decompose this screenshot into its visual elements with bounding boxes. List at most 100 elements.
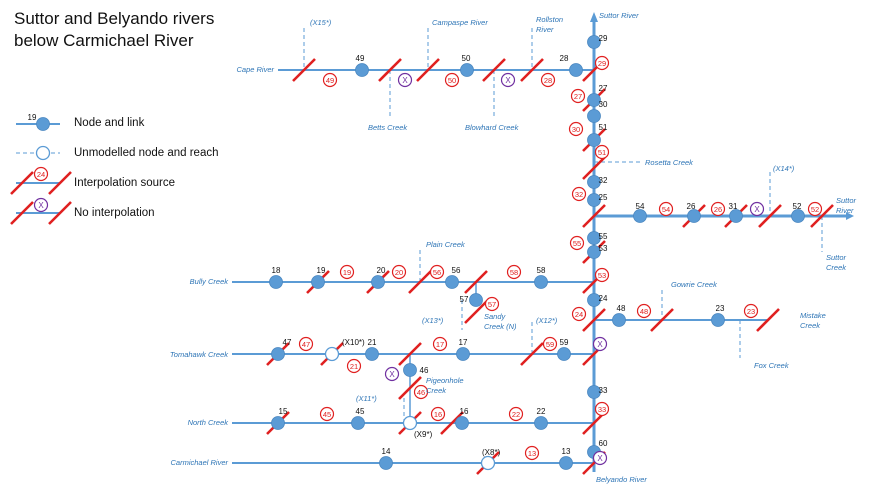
pigeonhole-slash [398, 376, 422, 400]
interp-marker-22 [508, 406, 524, 422]
interp-marker-29 [594, 55, 610, 71]
stream-label-cape_river: Cape River [236, 65, 274, 74]
node-label-48: 48 [617, 304, 626, 313]
node-55 [587, 231, 601, 245]
interp-label-13: 13 [528, 449, 536, 458]
interp-marker-21 [346, 358, 362, 374]
stream-label-rollston_river-part-0: Rollston [536, 15, 563, 24]
interp-label-58: 58 [510, 268, 518, 277]
interp-marker-46 [413, 384, 429, 400]
spine-slash-7 [582, 308, 606, 332]
node-label-60: 60 [599, 439, 608, 448]
interp-marker-28 [540, 72, 556, 88]
interp-marker-57 [484, 296, 500, 312]
stream-label-mistake_creek-part-0: Mistake [800, 311, 826, 320]
no-interp-marker-5 [592, 450, 608, 466]
interp-label-17: 17 [436, 340, 444, 349]
node-label-54: 54 [636, 202, 645, 211]
cape-slash-0 [292, 58, 316, 82]
node-label-47: 47 [283, 338, 292, 347]
tomahawk-slash-2 [398, 342, 422, 366]
node-label-18: 18 [272, 266, 281, 275]
bully-slash-2 [408, 270, 432, 294]
no-interp-label-2: X [754, 205, 760, 214]
interp-marker-54 [658, 201, 674, 217]
interp-label-46: 46 [417, 388, 425, 397]
node-label-31: 31 [729, 202, 738, 211]
interp-label-30: 30 [572, 125, 580, 134]
stream-label-x11: (X11*) [356, 394, 377, 403]
node-57 [469, 293, 483, 307]
node-label-14: 14 [382, 447, 391, 456]
no-interp-marker-2 [749, 201, 765, 217]
bully-slash-3 [464, 270, 488, 294]
interp-marker-45 [319, 406, 335, 422]
node-15 [271, 416, 285, 430]
node-59 [557, 347, 571, 361]
node-label-23: 23 [716, 304, 725, 313]
interp-marker-17 [432, 336, 448, 352]
node-label-25: 25 [599, 193, 608, 202]
interp-label-26: 26 [714, 205, 722, 214]
stream-label-suttor_creek-part-1: Creek [826, 263, 847, 272]
stream-label-x15: (X15*) [310, 18, 332, 27]
interp-label-28: 28 [544, 76, 552, 85]
diagram-title: Suttor and Belyando rivers below Carmich… [14, 8, 214, 52]
legend-open-node [35, 145, 51, 161]
interp-label-53: 53 [598, 271, 606, 280]
node-53 [587, 245, 601, 259]
stream-label-x9-plain: (X9*) [414, 430, 433, 439]
node-label-51: 51 [599, 123, 608, 132]
title-line-1: Suttor and Belyando rivers [14, 9, 215, 28]
stream-label-carmichael_river: Carmichael River [170, 458, 228, 467]
interp-label-29: 29 [598, 59, 606, 68]
node-24 [587, 293, 601, 307]
node-33 [587, 385, 601, 399]
node-label-46: 46 [420, 366, 429, 375]
interp-marker-30 [568, 121, 584, 137]
node-label-24: 24 [599, 294, 608, 303]
stream-label-sandy_creek-part-1: Creek (N) [484, 322, 517, 331]
stream-label-pigeonhole_creek-part-1: Creek [426, 386, 447, 395]
interp-marker-32 [571, 186, 587, 202]
interp-label-50: 50 [448, 76, 456, 85]
no-interp-label-0: X [402, 76, 408, 85]
interp-marker-27 [570, 88, 586, 104]
node-label-28: 28 [560, 54, 569, 63]
interp-label-24: 24 [575, 310, 583, 319]
node-26 [687, 209, 701, 223]
interp-marker-13 [524, 445, 540, 461]
interp-marker-19 [339, 264, 355, 280]
interp-marker-26 [710, 201, 726, 217]
no-interp-marker-4 [384, 366, 400, 382]
stream-label-x8-plain: (X8*) [482, 448, 501, 457]
stream-label-gowrie_creek: Gowrie Creek [671, 280, 718, 289]
node-label-15: 15 [279, 407, 288, 416]
node-label-53: 53 [599, 244, 608, 253]
interp-label-51: 51 [598, 148, 606, 157]
node-30 [587, 109, 601, 123]
suttor-outlet-arrow [590, 12, 598, 22]
node-27 [587, 93, 601, 107]
stream-label-campaspe_river: Campaspe River [432, 18, 488, 27]
node-23 [711, 313, 725, 327]
node-label-29: 29 [599, 34, 608, 43]
legend-node-id: 19 [28, 113, 37, 122]
interp-marker-50 [444, 72, 460, 88]
node-54 [633, 209, 647, 223]
interp-marker-24 [571, 306, 587, 322]
no-interp-marker-1 [500, 72, 516, 88]
interp-marker-20 [391, 264, 407, 280]
stream-label-x14: (X14*) [773, 164, 795, 173]
node-31 [729, 209, 743, 223]
node-52 [791, 209, 805, 223]
node-22 [534, 416, 548, 430]
interp-marker-52 [807, 201, 823, 217]
interp-marker-16 [430, 406, 446, 422]
node-label-30: 30 [599, 100, 608, 109]
cape-slash-1 [416, 58, 440, 82]
stream-label-north_creek: North Creek [188, 418, 230, 427]
